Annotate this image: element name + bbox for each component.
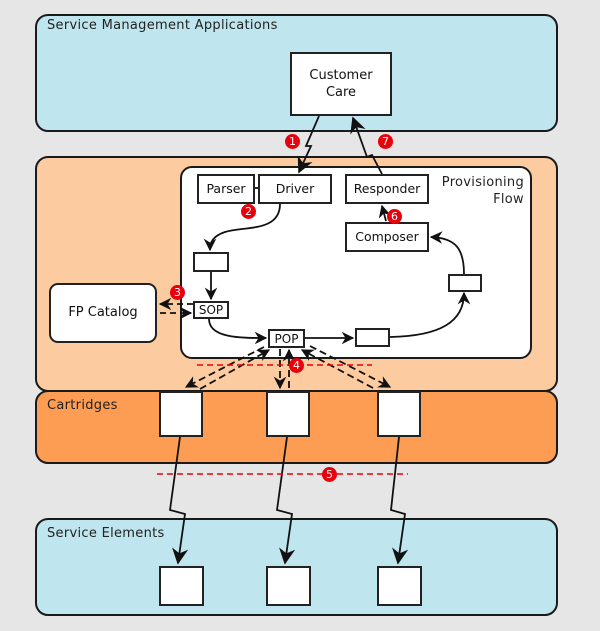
service-elements-label: Service Elements xyxy=(47,526,165,541)
customer-care-line1: Customer xyxy=(309,68,373,83)
composer-box[interactable]: Composer xyxy=(345,222,429,252)
sop-label: SOP xyxy=(198,303,224,317)
step-badge-6: 6 xyxy=(387,209,402,224)
step-badge-4: 4 xyxy=(289,358,304,373)
flow-step-box-pre-sop[interactable] xyxy=(193,252,229,272)
parser-box[interactable]: Parser xyxy=(197,174,255,204)
customer-care-line2: Care xyxy=(325,85,357,100)
provisioning-flow-label-line2: Flow xyxy=(493,192,524,207)
flow-step-box-pre-composer[interactable] xyxy=(448,274,482,292)
composer-label: Composer xyxy=(355,229,419,244)
provisioning-flow-label: Provisioning Flow xyxy=(442,174,524,208)
cartridge-box-2[interactable] xyxy=(266,391,310,437)
cartridges-label: Cartridges xyxy=(47,398,118,413)
fp-catalog-box[interactable]: FP Catalog xyxy=(49,283,157,343)
pop-label: POP xyxy=(274,331,299,346)
step-badge-3: 3 xyxy=(170,285,185,300)
step-badge-7: 7 xyxy=(378,134,393,149)
cartridge-box-1[interactable] xyxy=(159,391,203,437)
service-management-label: Service Management Applications xyxy=(47,18,278,33)
driver-label: Driver xyxy=(275,181,315,196)
service-element-box-1[interactable] xyxy=(159,566,204,606)
cartridge-box-3[interactable] xyxy=(377,391,421,437)
responder-label: Responder xyxy=(353,181,421,196)
fp-catalog-label: FP Catalog xyxy=(68,305,138,320)
parser-label: Parser xyxy=(206,181,246,196)
sop-box[interactable]: SOP xyxy=(193,301,229,319)
service-element-box-3[interactable] xyxy=(377,566,422,606)
step-badge-5: 5 xyxy=(322,467,337,482)
provisioning-flow-label-line1: Provisioning xyxy=(441,175,524,190)
pop-box[interactable]: POP xyxy=(268,329,305,348)
service-element-box-2[interactable] xyxy=(266,566,311,606)
customer-care-box[interactable]: Customer Care xyxy=(290,52,392,116)
step-badge-1: 1 xyxy=(285,134,300,149)
responder-box[interactable]: Responder xyxy=(345,174,429,204)
step-badge-2: 2 xyxy=(241,204,256,219)
driver-box[interactable]: Driver xyxy=(258,174,332,204)
flow-step-box-post-pop[interactable] xyxy=(355,328,390,347)
